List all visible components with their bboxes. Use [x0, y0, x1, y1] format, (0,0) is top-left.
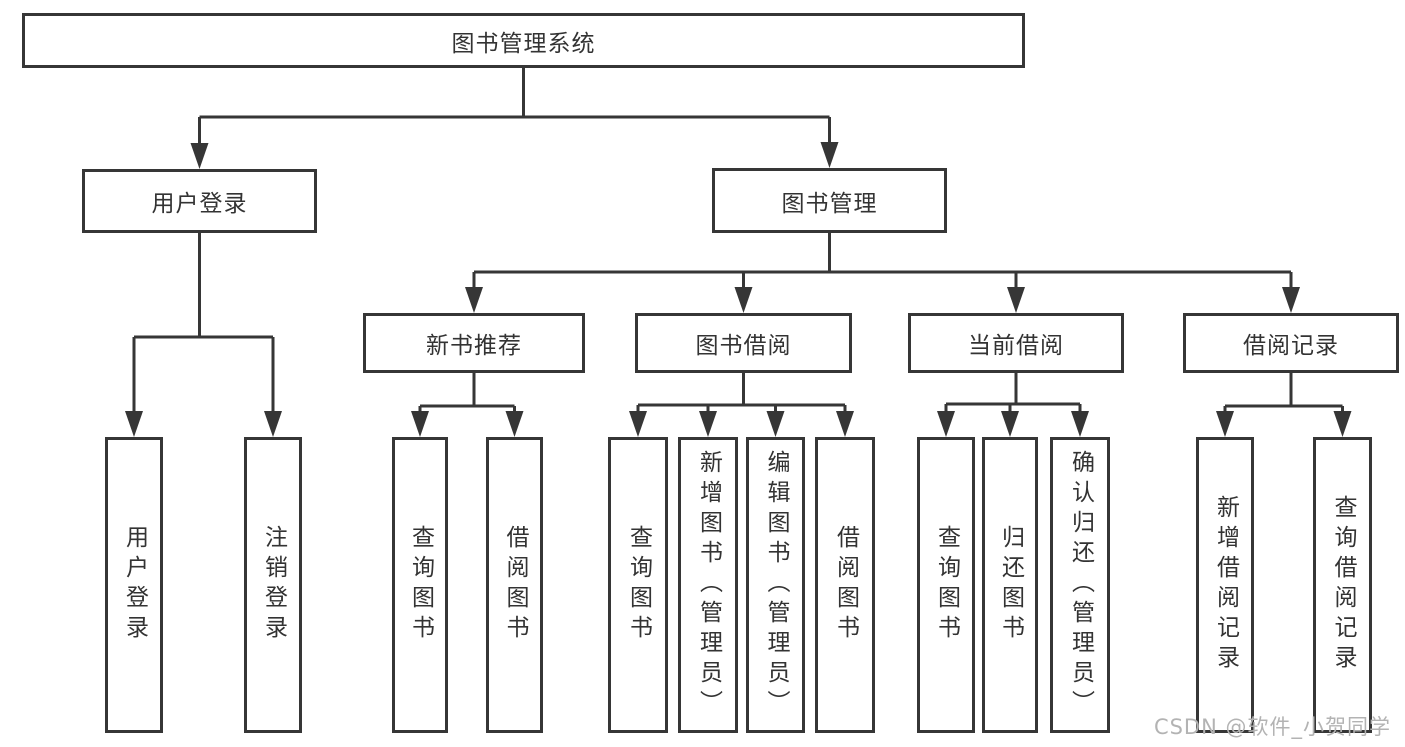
leaf-label: 查询图书 — [407, 525, 434, 645]
leaf-label: 注销登录 — [260, 525, 287, 645]
leaf-label: 查询图书 — [625, 525, 652, 645]
leaf-user-login: 用户登录 — [105, 437, 163, 733]
node-root-library-system: 图书管理系统 — [22, 13, 1025, 68]
leaf-query-books-borrowing: 查询图书 — [608, 437, 668, 733]
leaf-confirm-return-admin: 确认归还（管理员） — [1050, 437, 1110, 733]
node-user-login: 用户登录 — [82, 169, 317, 233]
leaf-label: 借阅图书 — [502, 525, 528, 645]
leaf-label: 编辑图书（管理员） — [763, 450, 789, 720]
leaf-query-books-recommend: 查询图书 — [392, 437, 448, 733]
leaf-label: 新增借阅记录 — [1212, 495, 1239, 675]
leaf-return-books: 归还图书 — [982, 437, 1038, 733]
leaf-label: 归还图书 — [997, 525, 1024, 645]
leaf-logout: 注销登录 — [244, 437, 302, 733]
node-current-borrowing: 当前借阅 — [908, 313, 1124, 373]
leaf-label: 借阅图书 — [832, 525, 859, 645]
leaf-label: 新增图书（管理员） — [695, 450, 722, 720]
csdn-watermark: CSDN @软件_小贺同学 — [1153, 715, 1391, 739]
leaf-query-borrow-record: 查询借阅记录 — [1313, 437, 1372, 733]
node-book-management: 图书管理 — [712, 168, 947, 233]
node-new-book-recommend: 新书推荐 — [363, 313, 585, 373]
leaf-add-borrow-record: 新增借阅记录 — [1196, 437, 1254, 733]
node-book-borrowing: 图书借阅 — [635, 313, 852, 373]
leaf-borrow-books: 借阅图书 — [815, 437, 875, 733]
leaf-label: 确认归还（管理员） — [1067, 450, 1094, 720]
leaf-label: 查询借阅记录 — [1330, 495, 1356, 675]
leaf-query-books-current: 查询图书 — [917, 437, 975, 733]
leaf-borrow-books-recommend: 借阅图书 — [486, 437, 543, 733]
leaf-edit-books-admin: 编辑图书（管理员） — [746, 437, 805, 733]
leaf-label: 用户登录 — [121, 525, 148, 645]
node-borrow-records: 借阅记录 — [1183, 313, 1399, 373]
leaf-label: 查询图书 — [933, 525, 960, 645]
leaf-add-books-admin: 新增图书（管理员） — [678, 437, 738, 733]
